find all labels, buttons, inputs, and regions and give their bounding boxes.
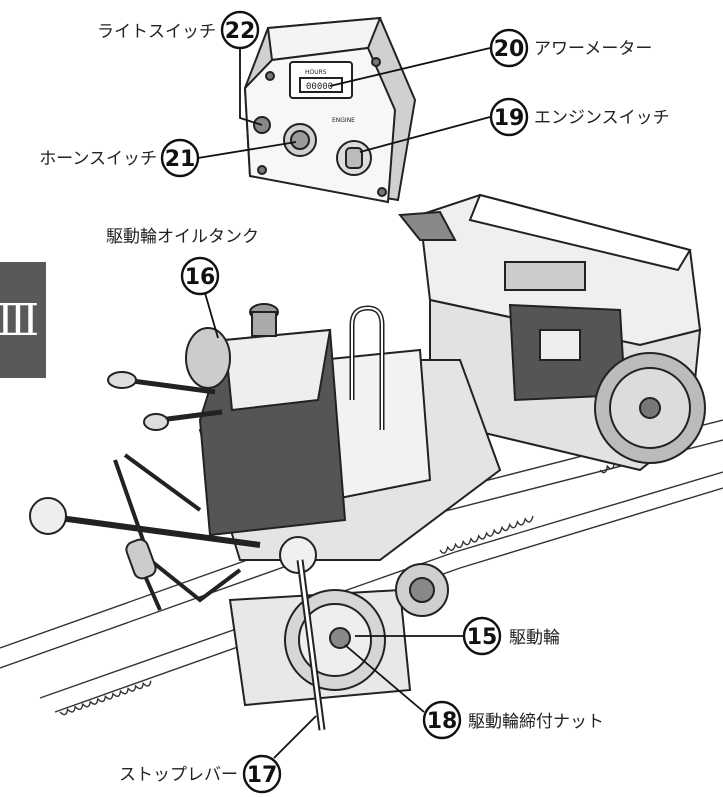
- leader-lines: [197, 47, 491, 759]
- drive-wheel-assembly: [228, 536, 449, 731]
- leader-19: [359, 116, 491, 153]
- leader-21: [197, 141, 297, 159]
- side-tab-label: Ⅲ: [0, 295, 39, 346]
- leader-18: [344, 644, 425, 713]
- callout-20-number: 20: [494, 37, 525, 62]
- callout-16-label: 駆動輪オイルタンク: [106, 227, 259, 247]
- main-lever-knob: [29, 497, 67, 535]
- callout-21-label: ホーンスイッチ: [39, 149, 157, 169]
- callout-16-number: 16: [185, 265, 216, 290]
- hour-meter-caption: HOURS: [305, 69, 327, 76]
- callout-15-label: 駆動輪: [509, 628, 560, 648]
- callout-17-label: ストップレバー: [119, 765, 238, 785]
- leader-20: [329, 47, 491, 87]
- callout-18: 18: [422, 700, 462, 740]
- leader-16: [204, 292, 219, 339]
- callout-17-number: 17: [247, 763, 278, 788]
- oil-tank: [185, 303, 347, 537]
- callout-19-label: エンジンスイッチ: [534, 108, 670, 128]
- hour-meter-reading: 00000: [306, 82, 333, 92]
- control-panel: HOURS 00000 ENGINE: [243, 16, 417, 204]
- callout-15: 15: [462, 616, 502, 656]
- side-tab: Ⅲ: [0, 262, 46, 378]
- callout-21-number: 21: [165, 147, 196, 172]
- callout-20: 20: [489, 28, 529, 68]
- leader-22: [239, 48, 263, 126]
- leader-17: [273, 715, 317, 759]
- wheel-nut: [329, 627, 351, 649]
- callout-19-number: 19: [494, 106, 525, 131]
- callout-19: 19: [489, 97, 529, 137]
- callout-22-label: ライトスイッチ: [97, 22, 216, 42]
- callout-20-label: アワーメーター: [534, 39, 652, 59]
- callout-22: 22: [220, 10, 260, 50]
- callout-17: 17: [242, 754, 282, 794]
- engine-switch-text: ENGINE: [332, 117, 355, 124]
- engine: [398, 193, 706, 472]
- callout-18-label: 駆動輪締付ナット: [468, 712, 604, 732]
- callout-16: 16: [180, 256, 220, 296]
- levers: [29, 371, 261, 548]
- callout-21: 21: [160, 138, 200, 178]
- callout-15-number: 15: [467, 625, 498, 650]
- callout-18-number: 18: [427, 709, 458, 734]
- callout-22-number: 22: [225, 19, 256, 44]
